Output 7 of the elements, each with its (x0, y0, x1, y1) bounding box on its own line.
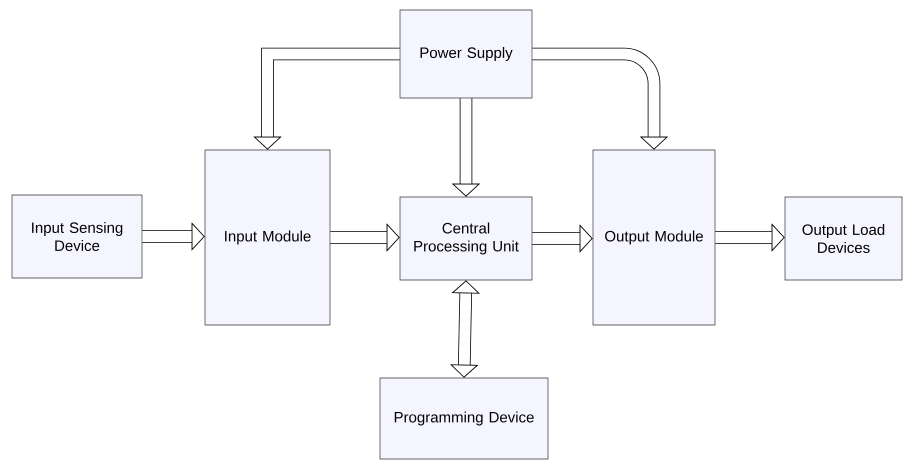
block-box: Input Module (204, 150, 330, 326)
block-box: Programming Device (380, 378, 548, 460)
block-box: Central Processing Unit (400, 196, 532, 280)
block-box: Output Load Devices (784, 196, 902, 280)
block-box: Input Sensing Device (12, 194, 142, 278)
block-box: Output Module (592, 150, 716, 326)
block-box: Power Supply (400, 10, 532, 98)
